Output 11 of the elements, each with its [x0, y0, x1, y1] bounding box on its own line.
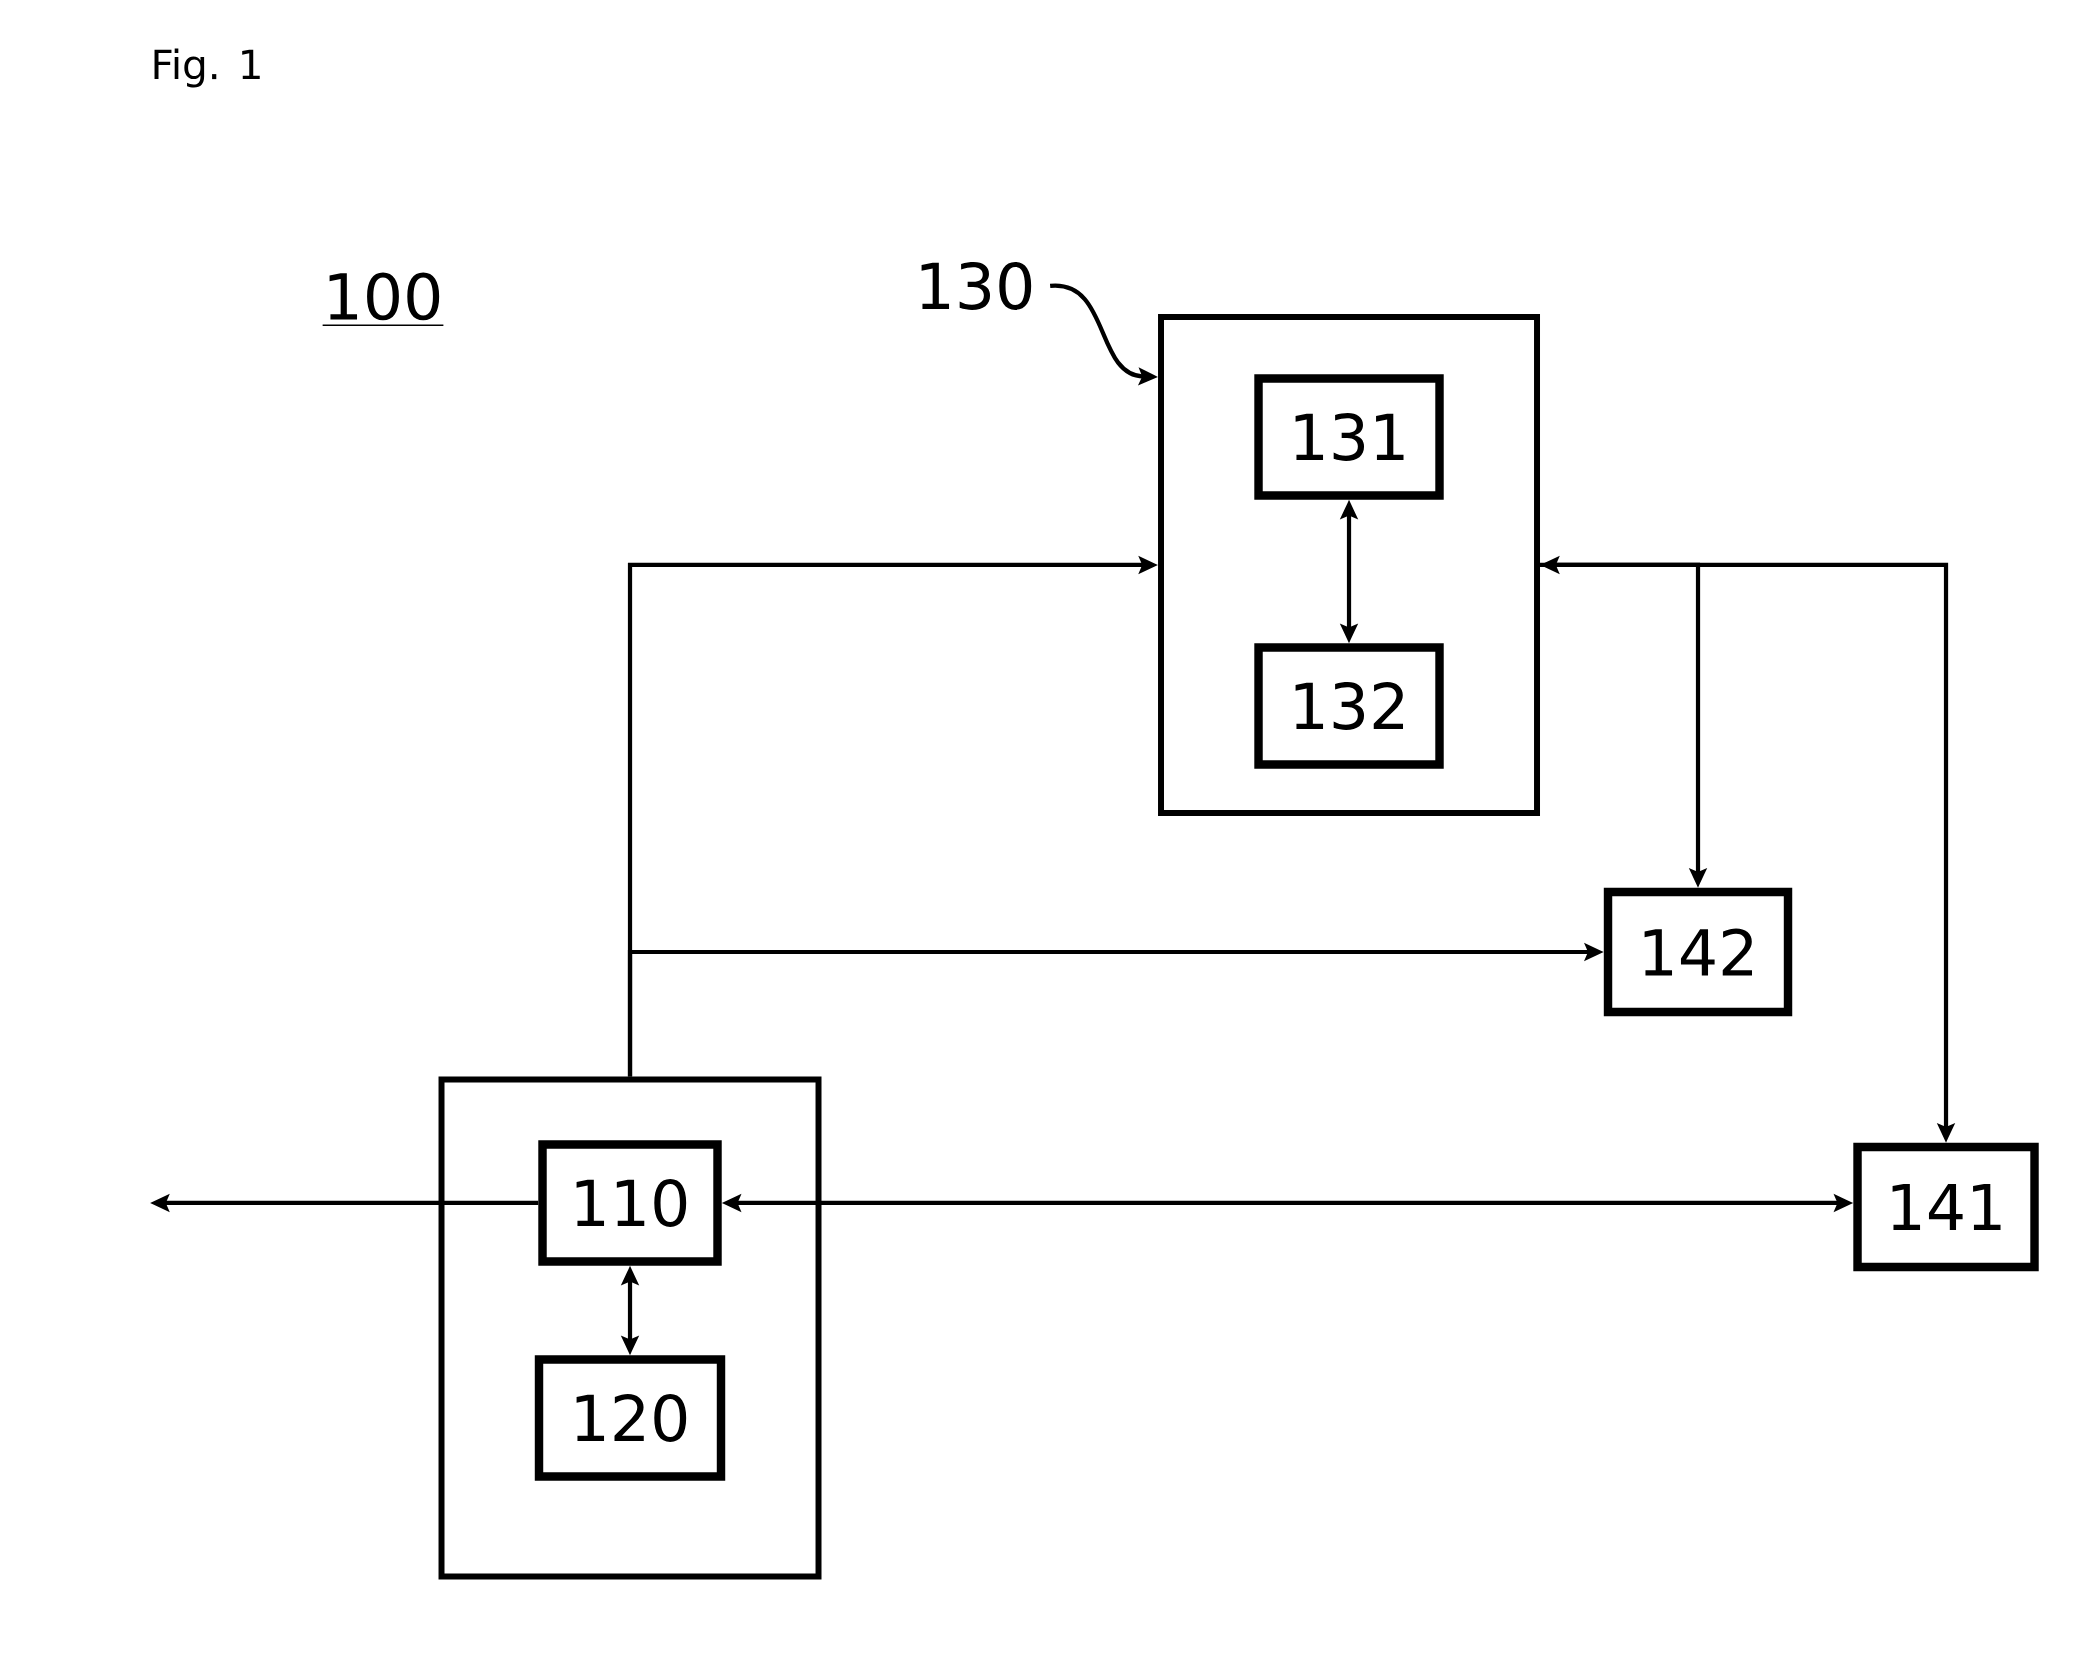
numbered-box: 131	[1254, 374, 1444, 500]
numbered-box: 142	[1603, 887, 1793, 1017]
numbered-box: 110	[538, 1140, 722, 1266]
numbered-box: 120	[534, 1355, 726, 1481]
numbered-box: 132	[1254, 643, 1444, 769]
numbered-box: 141	[1853, 1142, 2039, 1272]
reference-numeral: 130	[921, 262, 1032, 310]
figure-title: Fig. 1	[154, 48, 260, 88]
outer-box	[1158, 314, 1540, 816]
reference-numeral: 100	[321, 272, 445, 326]
outer-box	[438, 1076, 822, 1580]
